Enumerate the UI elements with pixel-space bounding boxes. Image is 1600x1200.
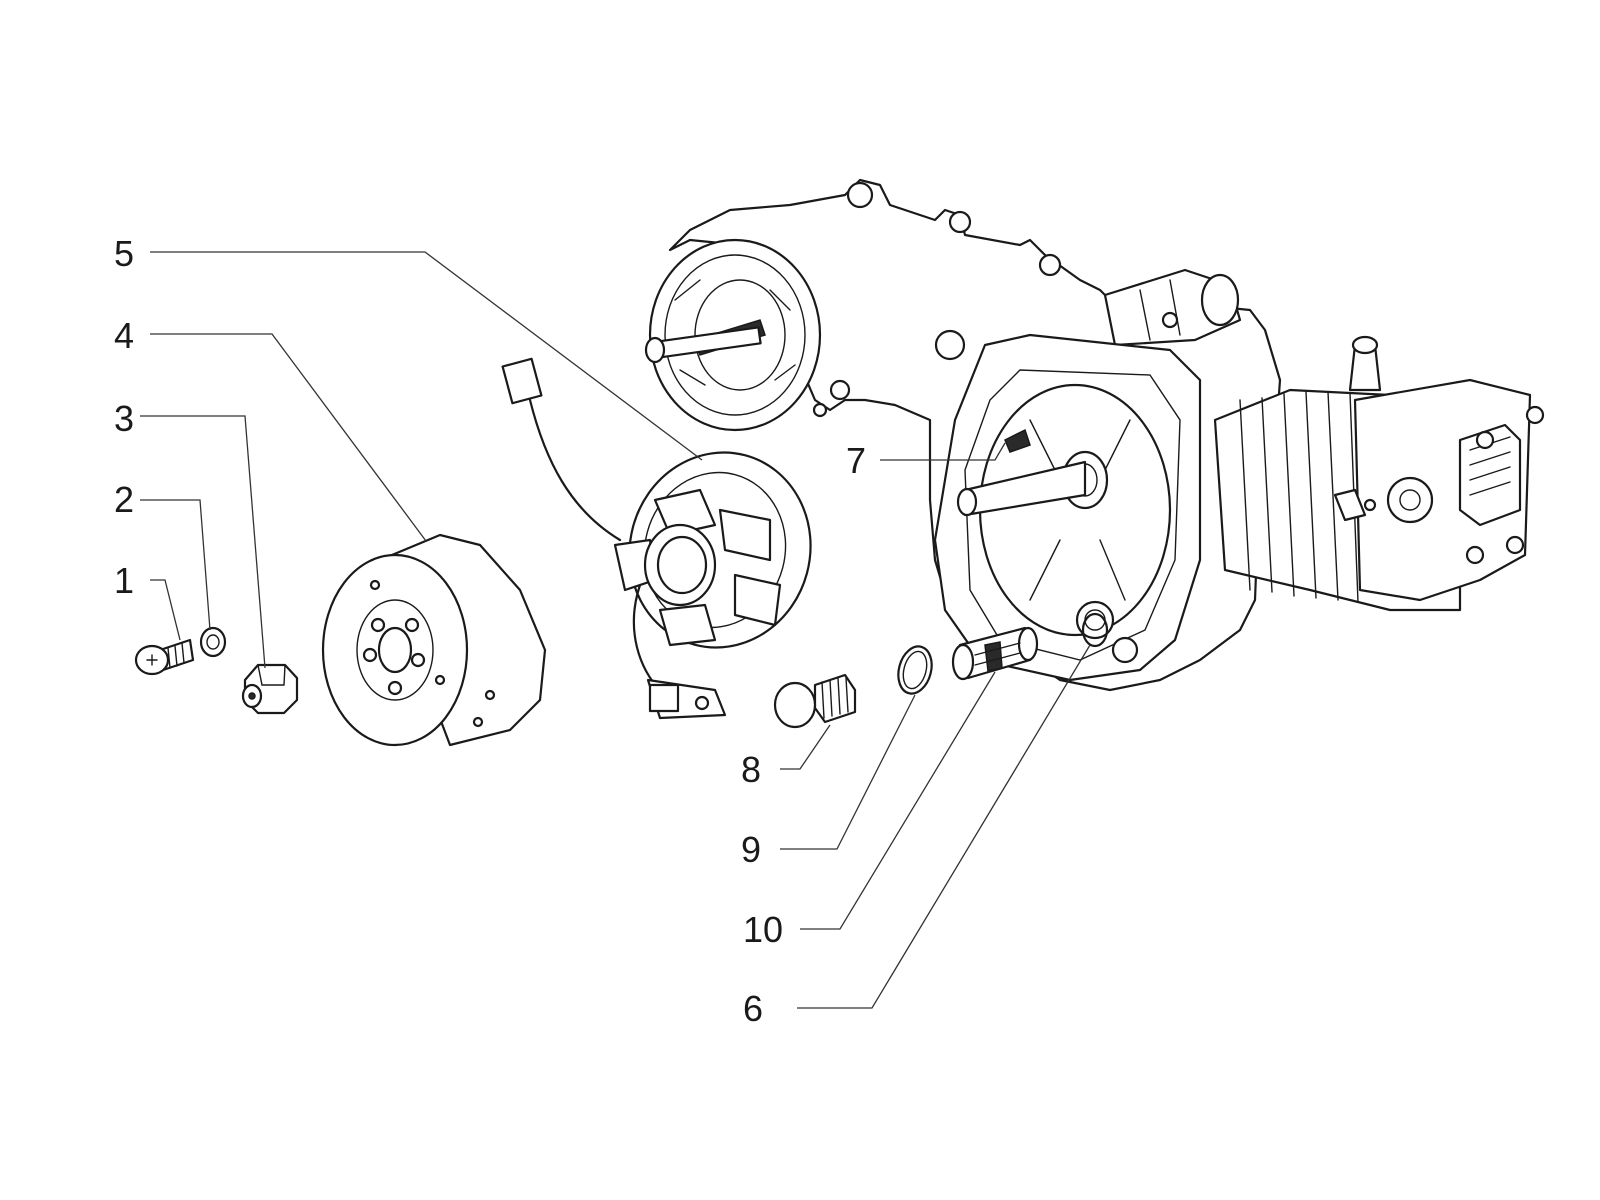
part-4-flywheel [321, 533, 547, 747]
part-2-washer [199, 626, 227, 658]
callout-5: 5 [114, 233, 134, 274]
callout-9: 9 [741, 829, 761, 870]
callout-10: 10 [743, 909, 783, 950]
engine-assembly [644, 178, 1545, 692]
leader-2 [140, 499, 211, 631]
leader-3 [140, 415, 266, 669]
callout-labels: 1 2 3 4 5 7 8 9 10 6 [114, 233, 866, 1029]
leader-6 [797, 644, 1091, 1009]
part-3-nut [241, 663, 299, 715]
leader-5 [150, 251, 703, 461]
leader-7 [880, 442, 1006, 461]
part-8-plug [773, 673, 857, 729]
callout-2: 2 [114, 479, 134, 520]
part-9-o-ring [897, 645, 933, 695]
part-10-filter [951, 626, 1039, 681]
part-5-stator [501, 357, 812, 720]
leader-8 [780, 724, 831, 770]
leader-lines [140, 251, 1091, 1009]
leader-9 [780, 694, 916, 850]
part-1-screw [134, 638, 195, 676]
callout-1: 1 [114, 560, 134, 601]
callout-7: 7 [846, 440, 866, 481]
callout-6: 6 [743, 988, 763, 1029]
callout-3: 3 [114, 398, 134, 439]
leader-4 [150, 333, 427, 542]
callout-8: 8 [741, 749, 761, 790]
leader-1 [150, 579, 181, 641]
leader-10 [800, 671, 996, 930]
callout-4: 4 [114, 315, 134, 356]
part-6-o-ring [1081, 612, 1109, 648]
